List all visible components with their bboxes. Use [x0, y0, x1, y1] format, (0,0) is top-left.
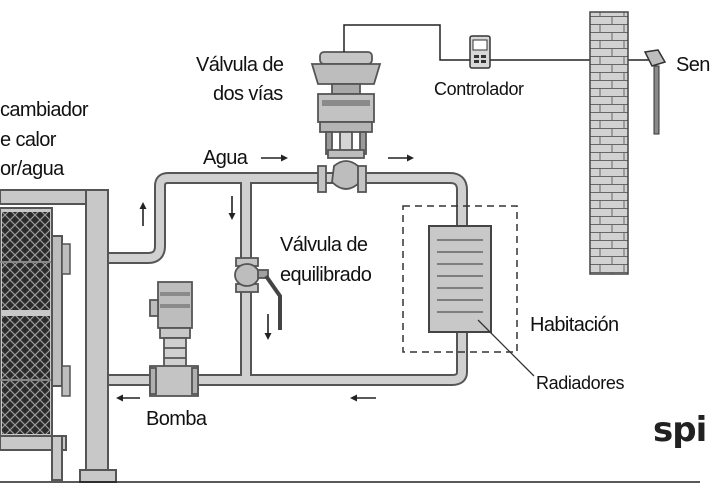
arrow-icon	[261, 154, 288, 162]
brand-logo: spi	[653, 410, 707, 450]
arrow-icon	[264, 314, 272, 340]
heat-exchanger-label-line-2: e calor	[0, 129, 56, 151]
arrow-icon	[139, 202, 147, 226]
two-way-valve	[310, 51, 382, 193]
heat-exchanger-label-line-1: cambiador	[0, 99, 89, 121]
two-way-valve-label-line-1: Válvula de	[196, 54, 284, 76]
arrow-icon	[388, 154, 414, 162]
water-label: Agua	[203, 147, 248, 169]
brick-wall-icon	[589, 11, 629, 275]
pump-label: Bomba	[146, 408, 207, 430]
heat-exchanger	[0, 189, 117, 483]
radiators-label: Radiadores	[536, 373, 625, 393]
arrow-icon	[228, 196, 236, 220]
radiator-leader-line	[477, 319, 535, 377]
balancing-valve	[234, 257, 282, 330]
room-label: Habitación	[530, 314, 619, 336]
pump	[149, 281, 199, 397]
pipe-network	[108, 172, 468, 386]
radiator	[428, 225, 492, 333]
room-boundary	[402, 205, 518, 353]
two-way-valve-label-line-2: dos vías	[213, 83, 283, 105]
arrow-icon	[350, 394, 376, 402]
arrow-icon	[116, 394, 140, 402]
flow-arrows	[116, 154, 414, 402]
controller-label: Controlador	[434, 79, 524, 99]
heat-exchanger-label-line-3: or/agua	[0, 158, 64, 180]
controller-icon	[469, 35, 491, 69]
balancing-valve-label-line-2: equilibrado	[280, 264, 372, 286]
balancing-valve-label-line-1: Válvula de	[280, 234, 368, 256]
sensor-label: Sen	[676, 54, 710, 76]
temperature-sensor-icon	[643, 49, 667, 135]
